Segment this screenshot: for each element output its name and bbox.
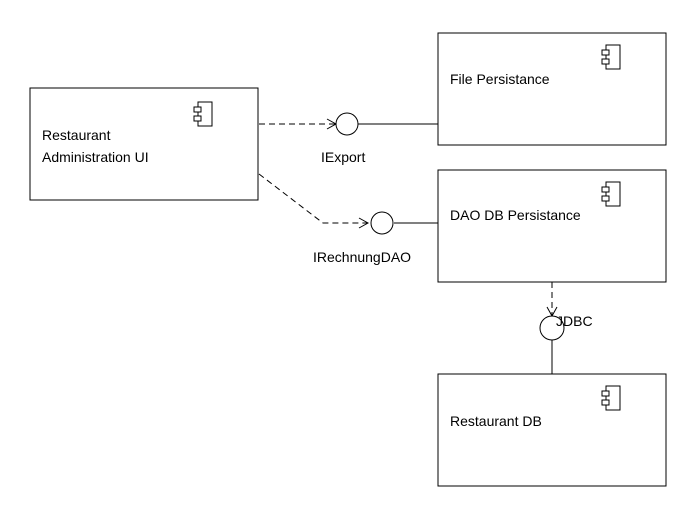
component-restaurant-administration-ui[interactable]: Restaurant Administration UI <box>29 87 259 201</box>
provided-interface-circle <box>335 112 359 136</box>
uml-component-icon <box>601 385 621 411</box>
interface-jdbc[interactable]: JDBC <box>539 282 593 374</box>
uml-component-icon <box>601 181 621 207</box>
provided-interface-circle <box>539 315 565 341</box>
component-label-line1: Restaurant <box>42 127 111 143</box>
interface-label: IRechnungDAO <box>313 249 411 265</box>
interface-label: JDBC <box>556 313 593 329</box>
component-label: Restaurant DB <box>450 413 542 429</box>
dependency-line <box>258 173 368 224</box>
uml-component-icon <box>601 44 621 70</box>
component-label-line2: Administration UI <box>42 149 149 165</box>
interface-iexport[interactable]: IExport <box>259 112 438 165</box>
interface-label: IExport <box>321 149 365 165</box>
interface-irechnungdao[interactable]: IRechnungDAO <box>258 173 438 265</box>
component-label: File Persistance <box>450 71 550 87</box>
component-dao-db-persistance[interactable]: DAO DB Persistance <box>437 169 667 283</box>
uml-component-icon <box>193 101 213 127</box>
component-label: DAO DB Persistance <box>450 207 581 223</box>
component-restaurant-db[interactable]: Restaurant DB <box>437 373 667 487</box>
provided-interface-circle <box>370 211 394 235</box>
component-file-persistance[interactable]: File Persistance <box>437 32 667 146</box>
dependency-arrowhead <box>358 217 370 229</box>
